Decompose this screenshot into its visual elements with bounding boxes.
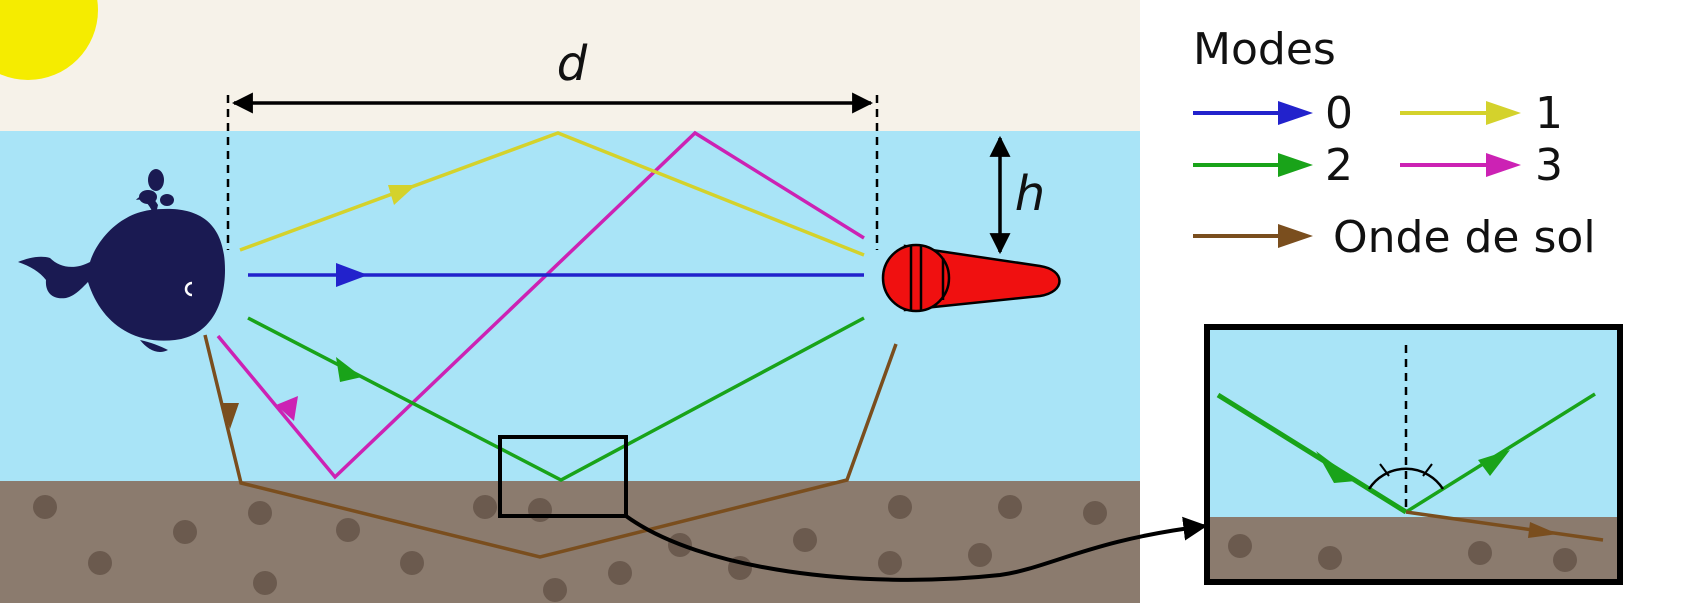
whale-icon bbox=[18, 169, 225, 352]
ground-wave-path bbox=[203, 334, 898, 559]
seabed bbox=[0, 481, 1140, 603]
distance-indicator bbox=[226, 92, 879, 250]
legend: Modes 0 1 2 3 Onde de sol bbox=[1193, 24, 1596, 263]
mode-1-path bbox=[239, 131, 865, 257]
legend-entry-ground-wave: Onde de sol bbox=[1193, 212, 1596, 263]
svg-text:Onde de sol: Onde de sol bbox=[1333, 212, 1596, 263]
zoom-inset bbox=[1204, 324, 1623, 585]
distance-label: d bbox=[557, 36, 588, 92]
mode-0-path bbox=[248, 263, 864, 287]
zoom-connector-arrow bbox=[624, 514, 1208, 582]
microphone-icon bbox=[881, 243, 1061, 313]
mode-3-path bbox=[216, 130, 865, 480]
legend-entry-mode-0: 0 bbox=[1193, 88, 1353, 139]
svg-text:0: 0 bbox=[1325, 88, 1353, 139]
zoom-region bbox=[498, 435, 628, 518]
legend-entry-mode-1: 1 bbox=[1400, 88, 1563, 139]
svg-text:3: 3 bbox=[1535, 140, 1563, 191]
legend-entry-mode-2: 2 bbox=[1193, 140, 1353, 191]
legend-entry-mode-3: 3 bbox=[1400, 140, 1563, 191]
mode-2-path bbox=[247, 316, 865, 482]
svg-text:2: 2 bbox=[1325, 140, 1353, 191]
pebbles bbox=[33, 495, 1107, 602]
svg-text:1: 1 bbox=[1535, 88, 1563, 139]
height-label: h bbox=[1015, 166, 1045, 222]
sun-icon bbox=[0, 0, 98, 80]
legend-title: Modes bbox=[1193, 24, 1336, 75]
